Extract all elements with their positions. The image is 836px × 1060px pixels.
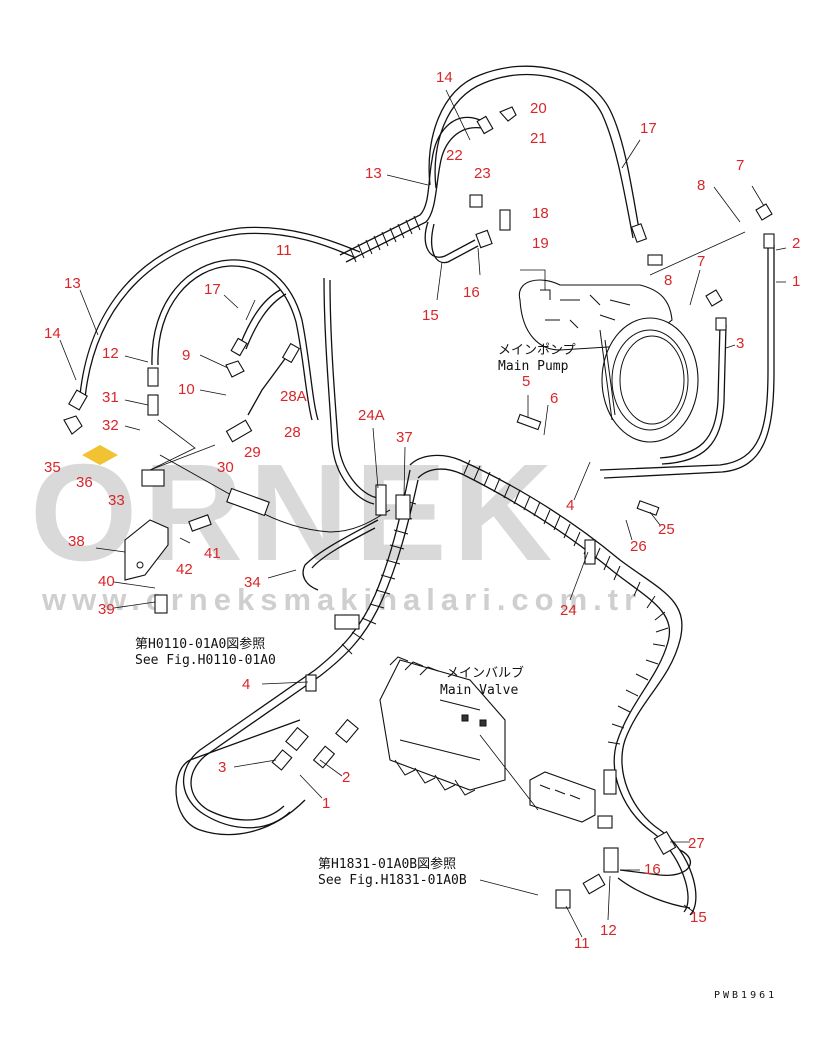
callout-1-top: 1 xyxy=(792,273,800,290)
callout-40: 40 xyxy=(98,573,115,590)
watermark-url: www.orneksmakinalari.com.tr xyxy=(41,582,642,617)
callout-18: 18 xyxy=(532,205,549,222)
main-valve xyxy=(379,656,506,796)
callout-6: 6 xyxy=(550,390,558,407)
callout-32: 32 xyxy=(102,417,119,434)
callout-11-top: 11 xyxy=(276,242,292,259)
callout-14-left: 14 xyxy=(44,325,61,342)
logo-mark-icon xyxy=(82,445,118,465)
callout-13-left: 13 xyxy=(64,275,81,292)
callout-9: 9 xyxy=(182,347,190,364)
callout-29: 29 xyxy=(244,444,261,461)
callout-8-mid: 8 xyxy=(664,272,672,289)
components xyxy=(59,89,787,938)
callout-31: 31 xyxy=(102,389,119,406)
callout-41: 41 xyxy=(204,545,221,562)
callout-38: 38 xyxy=(68,533,85,550)
main-valve-label-jp: メインバルブ xyxy=(446,665,524,681)
callout-numbers: 14 20 21 22 17 7 13 23 8 18 2 19 11 1 16… xyxy=(44,69,800,952)
drawing-code: PWB1961 xyxy=(714,990,777,1001)
reference-note-1-jp: 第H0110-01A0図参照 xyxy=(135,636,265,652)
callout-11-low: 11 xyxy=(574,935,590,952)
callout-10: 10 xyxy=(178,381,195,398)
callout-20: 20 xyxy=(530,100,547,117)
callout-3-low: 3 xyxy=(218,759,226,776)
callout-15-top: 15 xyxy=(422,307,439,324)
callout-4-low: 4 xyxy=(242,676,250,693)
callout-7-mid: 7 xyxy=(697,253,705,270)
callout-27: 27 xyxy=(688,835,705,852)
callout-3-top: 3 xyxy=(736,335,744,352)
watermark-brand: ORNEK xyxy=(30,436,558,590)
callout-21: 21 xyxy=(530,130,547,147)
leader-lines xyxy=(59,89,787,938)
callout-24: 24 xyxy=(560,602,577,619)
callout-33: 33 xyxy=(108,492,125,509)
main-valve-label-en: Main Valve xyxy=(440,683,518,698)
reference-note-2-en: See Fig.H1831-01A0B xyxy=(318,873,467,888)
callout-37: 37 xyxy=(396,429,413,446)
callout-24a: 24A xyxy=(358,407,385,424)
callout-42: 42 xyxy=(176,561,193,578)
callout-12-left: 12 xyxy=(102,345,119,362)
callout-8-top: 8 xyxy=(697,177,705,194)
callout-19: 19 xyxy=(532,235,549,252)
callout-23: 23 xyxy=(474,165,491,182)
main-pump-label-en: Main Pump xyxy=(498,359,569,374)
fittings xyxy=(63,106,775,909)
callout-28a: 28A xyxy=(280,388,307,405)
callout-7-top: 7 xyxy=(736,157,744,174)
callout-4-mid: 4 xyxy=(566,497,574,514)
callout-15-low: 15 xyxy=(690,909,707,926)
callout-13-top: 13 xyxy=(365,165,382,182)
callout-2-top: 2 xyxy=(792,235,800,252)
callout-16-low: 16 xyxy=(644,861,661,878)
callout-17-left: 17 xyxy=(204,281,221,298)
callout-30: 30 xyxy=(217,459,234,476)
annotations: メインポンプ Main Pump メインバルブ Main Valve 第H011… xyxy=(135,343,777,1001)
main-pump xyxy=(518,279,699,443)
callout-28: 28 xyxy=(284,424,301,441)
callout-5: 5 xyxy=(522,373,530,390)
reference-note-2-jp: 第H1831-01A0B図参照 xyxy=(318,856,456,872)
reference-note-1-en: See Fig.H0110-01A0 xyxy=(135,653,276,668)
callout-12-low: 12 xyxy=(600,922,617,939)
callout-17-top: 17 xyxy=(640,120,657,137)
callout-25: 25 xyxy=(658,521,675,538)
callout-2-low: 2 xyxy=(342,769,350,786)
callout-35: 35 xyxy=(44,459,61,476)
main-pump-label-jp: メインポンプ xyxy=(498,343,576,358)
callout-36: 36 xyxy=(76,474,93,491)
callout-16-top: 16 xyxy=(463,284,480,301)
callout-14-top: 14 xyxy=(436,69,453,86)
callout-26: 26 xyxy=(630,538,647,555)
spiral-wrap-top xyxy=(349,215,421,263)
callout-1-low: 1 xyxy=(322,795,330,812)
callout-39: 39 xyxy=(98,601,115,618)
callout-34: 34 xyxy=(244,574,261,591)
bracket-38 xyxy=(124,469,169,581)
manifold-block xyxy=(529,771,596,823)
callout-22: 22 xyxy=(446,147,463,164)
watermark: ORNEK www.orneksmakinalari.com.tr xyxy=(30,436,642,617)
